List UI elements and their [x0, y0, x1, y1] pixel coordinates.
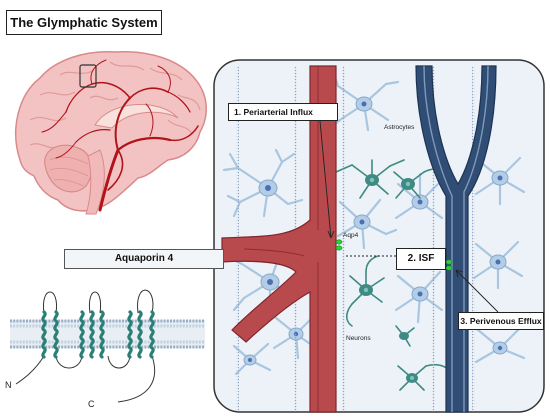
aqp4-channels [335, 239, 453, 271]
isf-label: 2. ISF [396, 248, 446, 270]
figure-title: The Glymphatic System [6, 10, 162, 35]
artery [221, 65, 337, 413]
aqp4-label: Aqp4 [343, 232, 359, 239]
astrocyte-nuclei [248, 101, 503, 362]
aquaporin-label: Aquaporin 4 [64, 249, 224, 269]
vein [415, 65, 497, 413]
perivenous-efflux-label: 3. Perivenous Efflux [458, 312, 544, 330]
membrane-diagram [10, 289, 205, 403]
astrocytes-label: Astrocytes [384, 124, 415, 131]
c-terminus-label: C [88, 399, 95, 409]
neurons-label: Neurons [346, 335, 371, 342]
brain-illustration [15, 51, 207, 215]
neurons [335, 159, 455, 391]
periarterial-influx-label: 1. Periarterial Influx [228, 103, 338, 121]
n-terminus-label: N [5, 380, 12, 390]
inset-marker [79, 64, 97, 88]
